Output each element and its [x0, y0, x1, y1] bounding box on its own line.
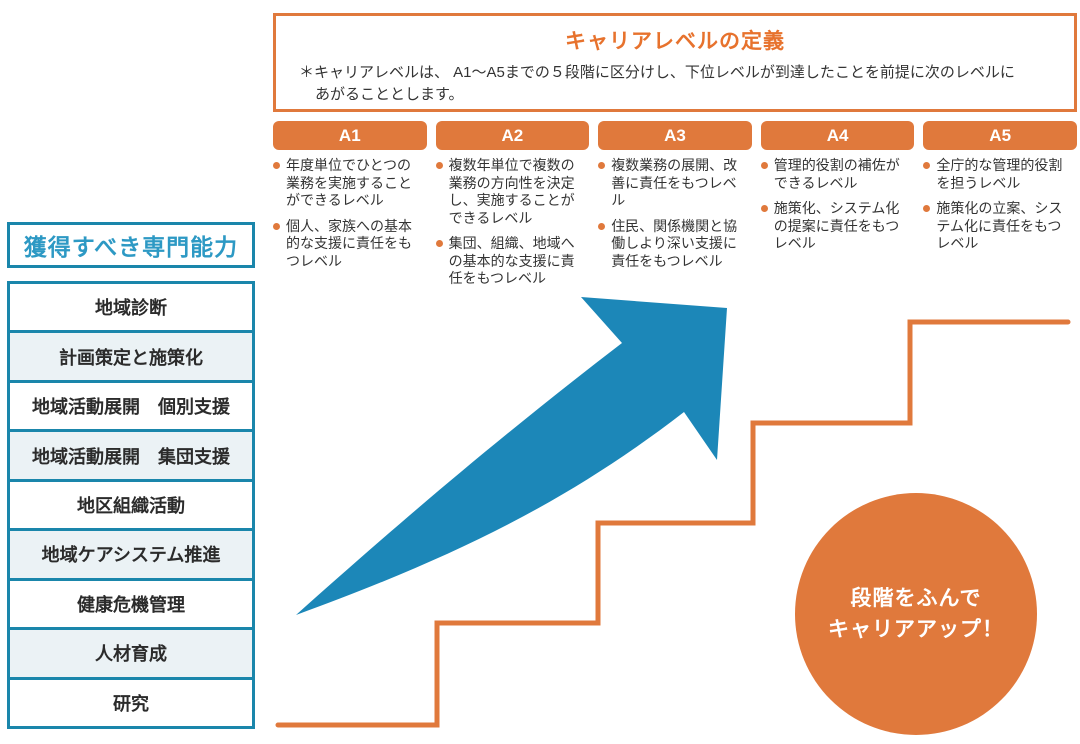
level-a4-items: 管理的役割の補佐が できるレベル 施策化、システム化 の提案に責任をもつ レベル: [760, 157, 915, 253]
level-tab-a3: A3: [598, 121, 752, 150]
level-column-a1: A1 年度単位でひとつの 業務を実施すること ができるレベル 個人、家族への基本…: [273, 121, 427, 296]
level-column-a4: A4 管理的役割の補佐が できるレベル 施策化、システム化 の提案に責任をもつ …: [760, 121, 915, 296]
level-a2-items: 複数年単位で複数の 業務の方向性を決定 し、実施することが できるレベル 集団、…: [435, 157, 590, 288]
bullet-icon: [923, 205, 931, 212]
competency-row-care-system: 地域ケアシステム推進: [10, 528, 252, 578]
bullet-icon: [435, 240, 443, 247]
bullet-icon: [598, 222, 606, 230]
level-tab-a4: A4: [760, 121, 915, 150]
bullet-icon: [760, 162, 768, 169]
bullet-icon: [273, 162, 280, 169]
level-column-a3: A3 複数業務の展開、改 善に責任をもつレベ ル 住民、関係機関と協 働しより深…: [598, 121, 752, 296]
competency-row-chiiki-shindan: 地域診断: [10, 284, 252, 331]
competency-row-kobetsu-shien: 地域活動展開 個別支援: [10, 379, 252, 430]
career-level-definition-box: キャリアレベルの定義 ＊キャリアレベルは、 A1～A5までの５段階に区分けし、下…: [273, 13, 1077, 112]
level-item-text: 個人、家族への基本 的な支援に責任をも つレベル: [286, 217, 412, 269]
sidebar-title: 獲得すべき専門能力: [7, 222, 255, 268]
bullet-icon: [273, 222, 280, 230]
level-item-text: 住民、関係機関と協 働しより深い支援に 責任をもつレベル: [611, 217, 738, 269]
list-item: 施策化、システム化 の提案に責任をもつ レベル: [760, 200, 915, 253]
level-column-a5: A5 全庁的な管理的役割 を担うレベル 施策化の立案、シス テム化に責任をもつ …: [923, 121, 1077, 296]
competency-row-shudan-shien: 地域活動展開 集団支援: [10, 429, 252, 479]
career-up-badge-line1: 段階をふんで: [850, 587, 982, 610]
list-item: 複数業務の展開、改 善に責任をもつレベ ル: [598, 157, 752, 210]
list-item: 全庁的な管理的役割 を担うレベル: [923, 157, 1077, 192]
competency-row-chiku-soshiki: 地区組織活動: [10, 478, 252, 529]
competency-row-jinzai-ikusei: 人材育成: [10, 627, 252, 677]
list-item: 管理的役割の補佐が できるレベル: [760, 157, 915, 192]
level-item-text: 集団、組織、地域へ の基本的な支援に責 任をもつレベル: [448, 235, 575, 286]
level-item-text: 年度単位でひとつの 業務を実施すること ができるレベル: [286, 157, 412, 208]
page-title: キャリアレベルの定義: [565, 30, 785, 53]
career-up-badge: 段階をふんで キャリアアップ！: [795, 493, 1037, 735]
level-item-text: 複数年単位で複数の 業務の方向性を決定 し、実施することが できるレベル: [448, 157, 575, 226]
level-columns: A1 年度単位でひとつの 業務を実施すること ができるレベル 個人、家族への基本…: [273, 121, 1077, 296]
level-a1-items: 年度単位でひとつの 業務を実施すること ができるレベル 個人、家族への基本 的な…: [273, 157, 427, 270]
level-tab-a1: A1: [273, 121, 427, 150]
level-item-text: 管理的役割の補佐が できるレベル: [773, 157, 900, 191]
competency-row-keikaku: 計画策定と施策化: [10, 330, 252, 380]
level-item-text: 全庁的な管理的役割 を担うレベル: [936, 157, 1063, 191]
list-item: 施策化の立案、シス テム化に責任をもつ レベル: [923, 200, 1077, 253]
bullet-icon: [435, 162, 443, 169]
competency-list: 地域診断 計画策定と施策化 地域活動展開 個別支援 地域活動展開 集団支援 地区…: [7, 281, 255, 729]
definition-note-line1: ＊キャリアレベルは、 A1～A5までの５段階に区分けし、下位レベルが到達したこと…: [299, 64, 1015, 81]
level-item-text: 施策化の立案、シス テム化に責任をもつ レベル: [936, 200, 1063, 251]
list-item: 複数年単位で複数の 業務の方向性を決定 し、実施することが できるレベル: [435, 157, 590, 227]
list-item: 住民、関係機関と協 働しより深い支援に 責任をもつレベル: [598, 218, 752, 271]
competency-row-kenkyu: 研究: [10, 676, 252, 726]
level-item-text: 施策化、システム化 の提案に責任をもつ レベル: [773, 200, 900, 251]
level-item-text: 複数業務の展開、改 善に責任をもつレベ ル: [611, 157, 738, 208]
definition-note: ＊キャリアレベルは、 A1～A5までの５段階に区分けし、下位レベルが到達したこと…: [299, 62, 1074, 106]
growth-arrow-icon: [296, 297, 727, 615]
definition-note-line2: あがることとします。: [315, 85, 464, 103]
bullet-icon: [923, 162, 931, 169]
list-item: 年度単位でひとつの 業務を実施すること ができるレベル: [273, 157, 427, 210]
competency-row-kenko-kiki: 健康危機管理: [10, 577, 252, 628]
level-a5-items: 全庁的な管理的役割 を担うレベル 施策化の立案、シス テム化に責任をもつ レベル: [923, 157, 1077, 253]
level-a3-items: 複数業務の展開、改 善に責任をもつレベ ル 住民、関係機関と協 働しより深い支援…: [598, 157, 752, 270]
level-tab-a2: A2: [435, 121, 590, 150]
level-column-a2: A2 複数年単位で複数の 業務の方向性を決定 し、実施することが できるレベル …: [435, 121, 590, 296]
bullet-icon: [760, 205, 768, 212]
bullet-icon: [598, 162, 606, 169]
career-up-badge-line2: キャリアアップ！: [828, 618, 1004, 641]
level-tab-a5: A5: [923, 121, 1077, 150]
list-item: 個人、家族への基本 的な支援に責任をも つレベル: [273, 218, 427, 271]
staircase-shape: [275, 319, 1071, 728]
list-item: 集団、組織、地域へ の基本的な支援に責 任をもつレベル: [435, 235, 590, 288]
